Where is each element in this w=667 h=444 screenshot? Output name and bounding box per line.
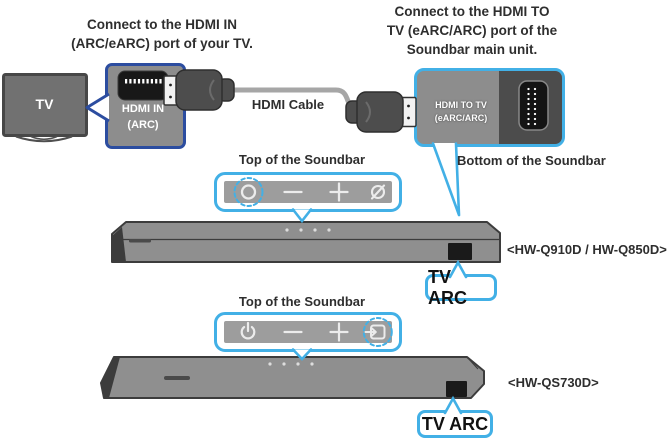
control-bar <box>224 321 392 343</box>
top-of-soundbar-label-2: Top of the Soundbar <box>238 294 366 309</box>
samsung-logo <box>129 239 151 243</box>
hdmi-plug-right-icon <box>345 91 417 133</box>
samsung-logo <box>164 376 190 380</box>
tv-screen-label: TV <box>35 96 54 112</box>
control-bar <box>224 181 392 203</box>
soundbar2-body <box>100 356 485 399</box>
soundbar2-left-cap <box>101 357 120 398</box>
hdmi-cable-label: HDMI Cable <box>251 97 325 112</box>
top-of-soundbar-label-1: Top of the Soundbar <box>238 152 366 167</box>
soundbar1-left-cap <box>112 227 126 262</box>
soundbar1-tv-arc-callout: TV ARC <box>425 267 497 308</box>
hdmi-to-tv-port-label: HDMI TO TV (eARC/ARC) <box>434 100 488 123</box>
soundbar1-illustration <box>111 221 501 263</box>
soundbar2-top-controls-callout <box>214 312 402 352</box>
soundbar2-edge-line <box>466 356 479 370</box>
hdmi-in-port-label: HDMI IN (ARC) <box>121 103 165 131</box>
soundbar2-top-buttons-dots <box>268 362 314 366</box>
soundbar1-model-label: <HW-Q910D / HW-Q850D> <box>507 242 667 257</box>
soundbar1-top-controls-callout <box>214 172 402 212</box>
soundbar2-tv-arc-callout: TV ARC <box>417 410 493 438</box>
caption-connect-soundbar: Connect to the HDMI TO TV (eARC/ARC) por… <box>386 4 558 57</box>
tv-stand-leg <box>30 135 58 141</box>
port-panel <box>499 71 562 144</box>
caption-connect-tv: Connect to the HDMI IN (ARC/eARC) port o… <box>71 17 253 51</box>
soundbar1-tv-arc-port <box>448 243 472 260</box>
soundbar1-top-buttons-dots <box>285 228 331 232</box>
soundbar2-tv-arc-port <box>446 381 467 397</box>
soundbar1-body <box>111 221 501 263</box>
callout-tail-hdmi-to-tv <box>431 142 461 217</box>
bottom-of-soundbar-label: Bottom of the Soundbar <box>457 153 606 168</box>
soundbar2-illustration <box>100 356 485 399</box>
tv-stand <box>15 135 73 143</box>
soundbar2-model-label: <HW-QS730D> <box>508 375 599 390</box>
